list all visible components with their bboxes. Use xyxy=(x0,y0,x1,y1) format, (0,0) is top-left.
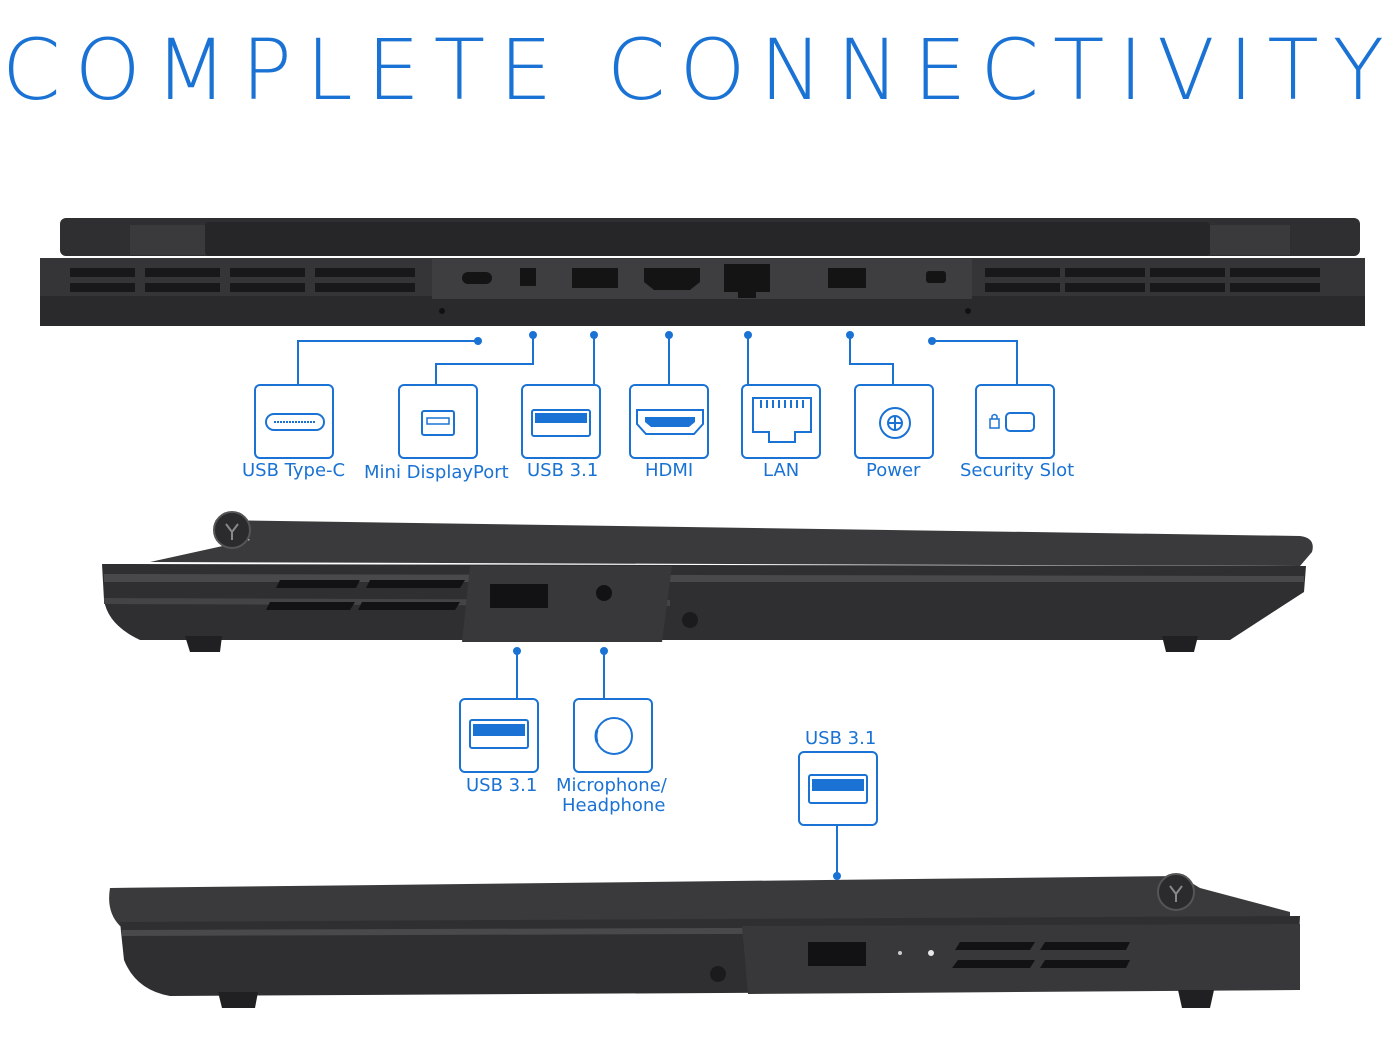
usb-a-icon xyxy=(808,774,868,804)
port-box-usb-3-1-rear xyxy=(521,384,601,459)
page-title: COMPLETE CONNECTIVITY xyxy=(2,21,1398,119)
label-microphone-headphone-line2: Headphone xyxy=(562,795,666,816)
label-usb-3-1-right: USB 3.1 xyxy=(805,728,877,749)
port-box-mini-displayport xyxy=(398,384,478,459)
port-box-security-slot xyxy=(975,384,1055,459)
port-box-lan xyxy=(741,384,821,459)
port-box-microphone-headphone xyxy=(573,698,653,773)
label-security-slot: Security Slot xyxy=(960,460,1075,481)
lan-icon xyxy=(752,397,812,443)
label-usb-3-1-left: USB 3.1 xyxy=(466,775,538,796)
label-usb-type-c: USB Type-C xyxy=(242,460,346,481)
label-power: Power xyxy=(866,460,921,481)
port-box-usb-type-c xyxy=(254,384,334,459)
mini-displayport-icon xyxy=(421,410,455,436)
audio-jack-icon xyxy=(594,717,633,755)
usb-type-c-icon xyxy=(265,413,325,431)
port-box-power xyxy=(854,384,934,459)
power-icon xyxy=(879,407,911,439)
usb-a-icon xyxy=(531,409,591,437)
label-lan: LAN xyxy=(763,460,800,481)
port-box-usb-3-1-left xyxy=(459,698,539,773)
port-box-usb-3-1-right xyxy=(798,751,878,826)
label-mini-displayport: Mini DisplayPort xyxy=(364,462,509,483)
usb-a-icon xyxy=(469,719,529,749)
port-box-hdmi xyxy=(629,384,709,459)
label-usb-3-1-rear: USB 3.1 xyxy=(527,460,599,481)
label-hdmi: HDMI xyxy=(645,460,694,481)
label-microphone-headphone-line1: Microphone/ xyxy=(556,775,667,796)
hdmi-icon xyxy=(636,409,704,435)
security-slot-icon xyxy=(989,412,1035,432)
